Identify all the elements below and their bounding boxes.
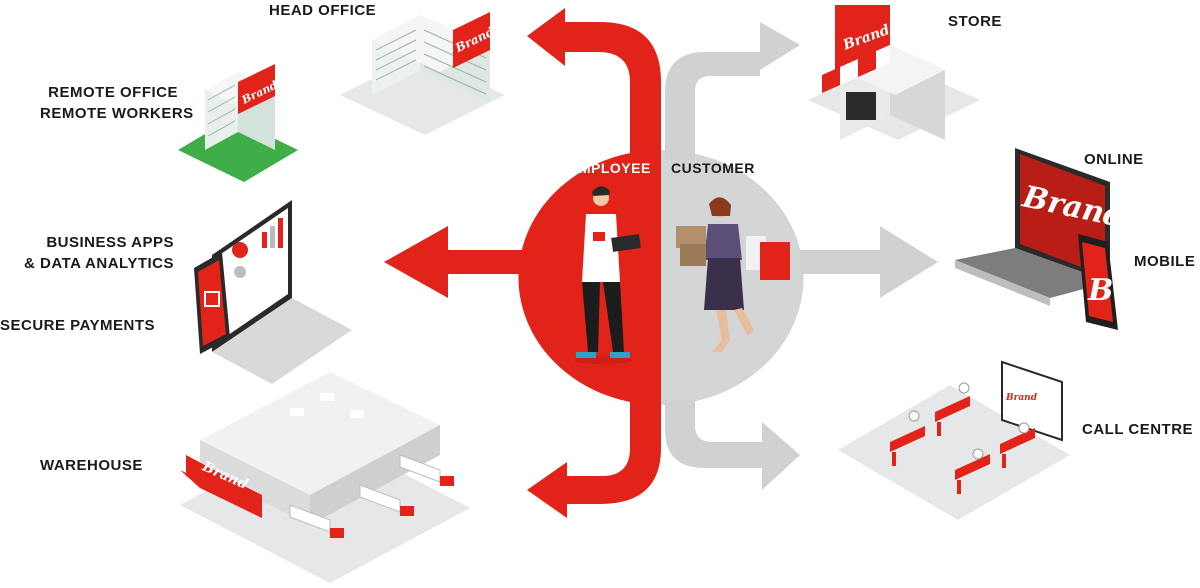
warehouse-label: WAREHOUSE (40, 457, 143, 474)
store-label: STORE (948, 13, 1002, 30)
employee-label: EMPLOYEE (569, 160, 651, 176)
business-apps-label-line2: & DATA ANALYTICS (24, 255, 174, 272)
mobile-label: MOBILE (1134, 253, 1196, 270)
customer-arrow-middle (800, 226, 938, 298)
call-centre-label: CALL CENTRE (1082, 421, 1194, 438)
mobile-brand-logo: B (1087, 273, 1113, 308)
business-apps-label-line1: BUSINESS APPS (46, 234, 174, 251)
head-office-label: HEAD OFFICE (269, 2, 377, 19)
business-apps-label: BUSINESS APPS & DATA ANALYTICS (16, 232, 174, 274)
customer-arrows (665, 22, 938, 490)
secure-payments-label: SECURE PAYMENTS (0, 317, 156, 334)
employee-figure (573, 186, 641, 364)
remote-office-label: REMOTE OFFICE REMOTE WORKERS (40, 82, 194, 124)
customer-arrow-bottom (665, 400, 800, 490)
employee-arrows (384, 8, 661, 518)
warehouse-illustration: Brand (180, 372, 470, 583)
online-mobile-illustration: Brand B (955, 148, 1128, 330)
head-office-illustration: Brand (340, 12, 505, 135)
remote-office-label-line2: REMOTE WORKERS (40, 105, 194, 122)
employee-arrow-top (527, 8, 661, 160)
remote-office-label-line1: REMOTE OFFICE (48, 84, 178, 101)
business-apps-illustration (194, 200, 352, 384)
customer-figure (676, 197, 790, 352)
customer-arrow-top (665, 22, 800, 160)
online-label: ONLINE (1084, 151, 1144, 168)
call-centre-brand-logo: Brand (1005, 393, 1038, 403)
remote-office-illustration: Brand (178, 64, 298, 182)
employee-arrow-middle (384, 226, 525, 298)
customer-label: CUSTOMER (671, 160, 755, 176)
employee-arrow-bottom (527, 400, 661, 518)
store-illustration: Brand (808, 5, 980, 140)
call-centre-illustration: Brand (838, 360, 1070, 520)
